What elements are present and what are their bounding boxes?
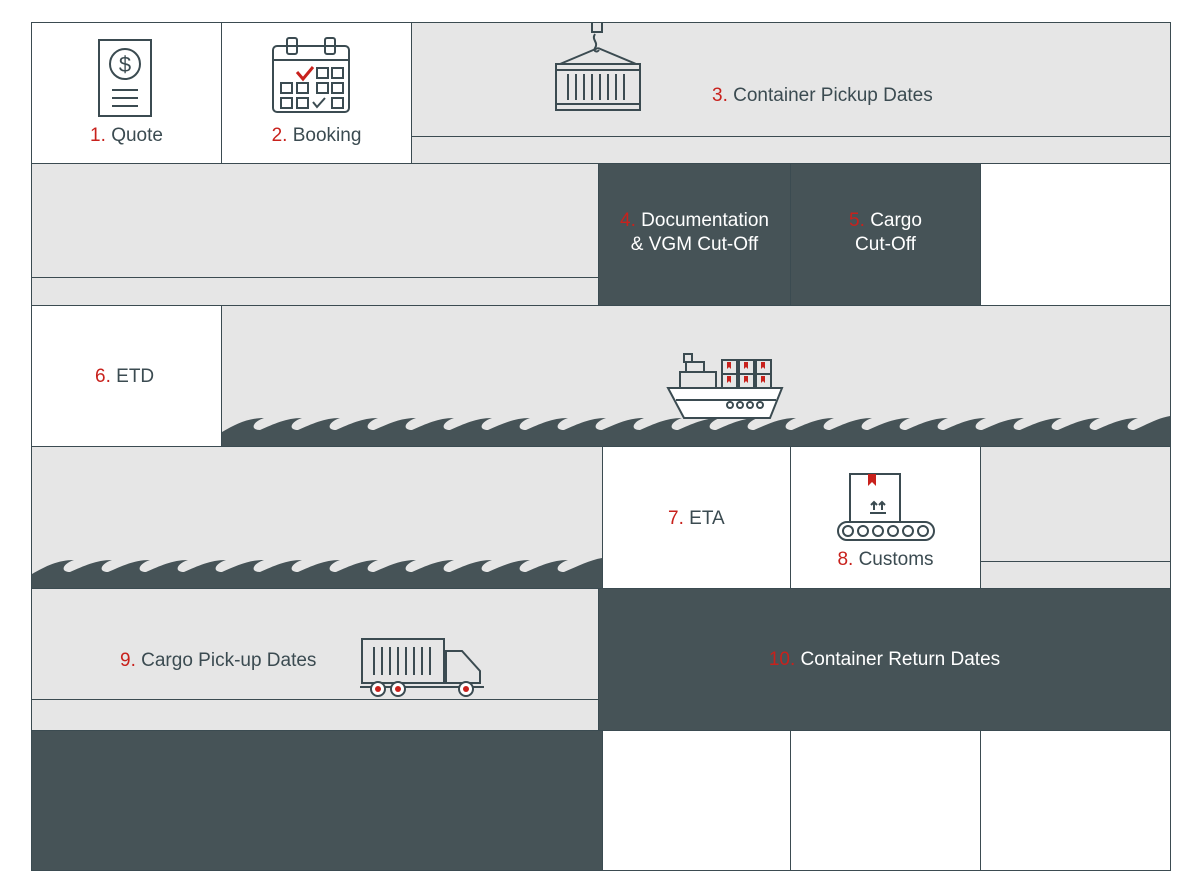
- svg-text:$: $: [119, 52, 131, 77]
- step-7-label: 7. ETA: [668, 508, 725, 529]
- waves-top: [222, 416, 1170, 446]
- row6-dark-block: [31, 730, 603, 871]
- row6-blank-2: [790, 730, 981, 871]
- step-etd-tile: [31, 305, 222, 447]
- waves-bottom: [32, 558, 602, 588]
- step-2-label: 2. Booking: [271, 125, 362, 146]
- step-1-label: 1. Quote: [90, 125, 163, 146]
- step-4-label: 4. Documentation & VGM Cut-Off: [620, 210, 769, 255]
- truck-icon: [360, 638, 484, 697]
- step-10-label: 10. Container Return Dates: [768, 649, 1001, 670]
- step-customs-tile: [790, 446, 981, 589]
- row5-strip: [31, 699, 599, 731]
- row6-blank-3: [980, 730, 1171, 871]
- row1-strip: [411, 136, 1171, 164]
- step-quote-tile: [31, 22, 222, 164]
- container-crane-icon: [555, 22, 641, 111]
- step-documentation-tile: [598, 163, 791, 306]
- row6-blank-1: [602, 730, 791, 871]
- calendar-icon: [272, 37, 350, 113]
- step-9-label: 9. Cargo Pick-up Dates: [120, 650, 317, 671]
- step-8-label: 8. Customs: [837, 549, 934, 570]
- step-container-return-tile: [598, 588, 1171, 731]
- step-3-label: 3. Container Pickup Dates: [712, 85, 933, 106]
- step-6-label: 6. ETD: [95, 366, 155, 387]
- row4-right-block: [980, 446, 1171, 562]
- row2-strip: [31, 277, 599, 306]
- step-5-label: 5. Cargo Cut-Off: [849, 210, 922, 255]
- step-cargo-pickup-tile: [31, 588, 599, 700]
- customs-conveyor-icon: [837, 473, 935, 541]
- row2-left-block: [31, 163, 599, 278]
- row2-right-blank: [980, 163, 1171, 306]
- row4-right-strip: [980, 561, 1171, 589]
- step-container-pickup-tile: [411, 22, 1171, 137]
- quote-document-icon: $: [98, 39, 152, 117]
- step-eta-tile: [602, 446, 791, 589]
- cargo-ship-icon: [666, 353, 784, 419]
